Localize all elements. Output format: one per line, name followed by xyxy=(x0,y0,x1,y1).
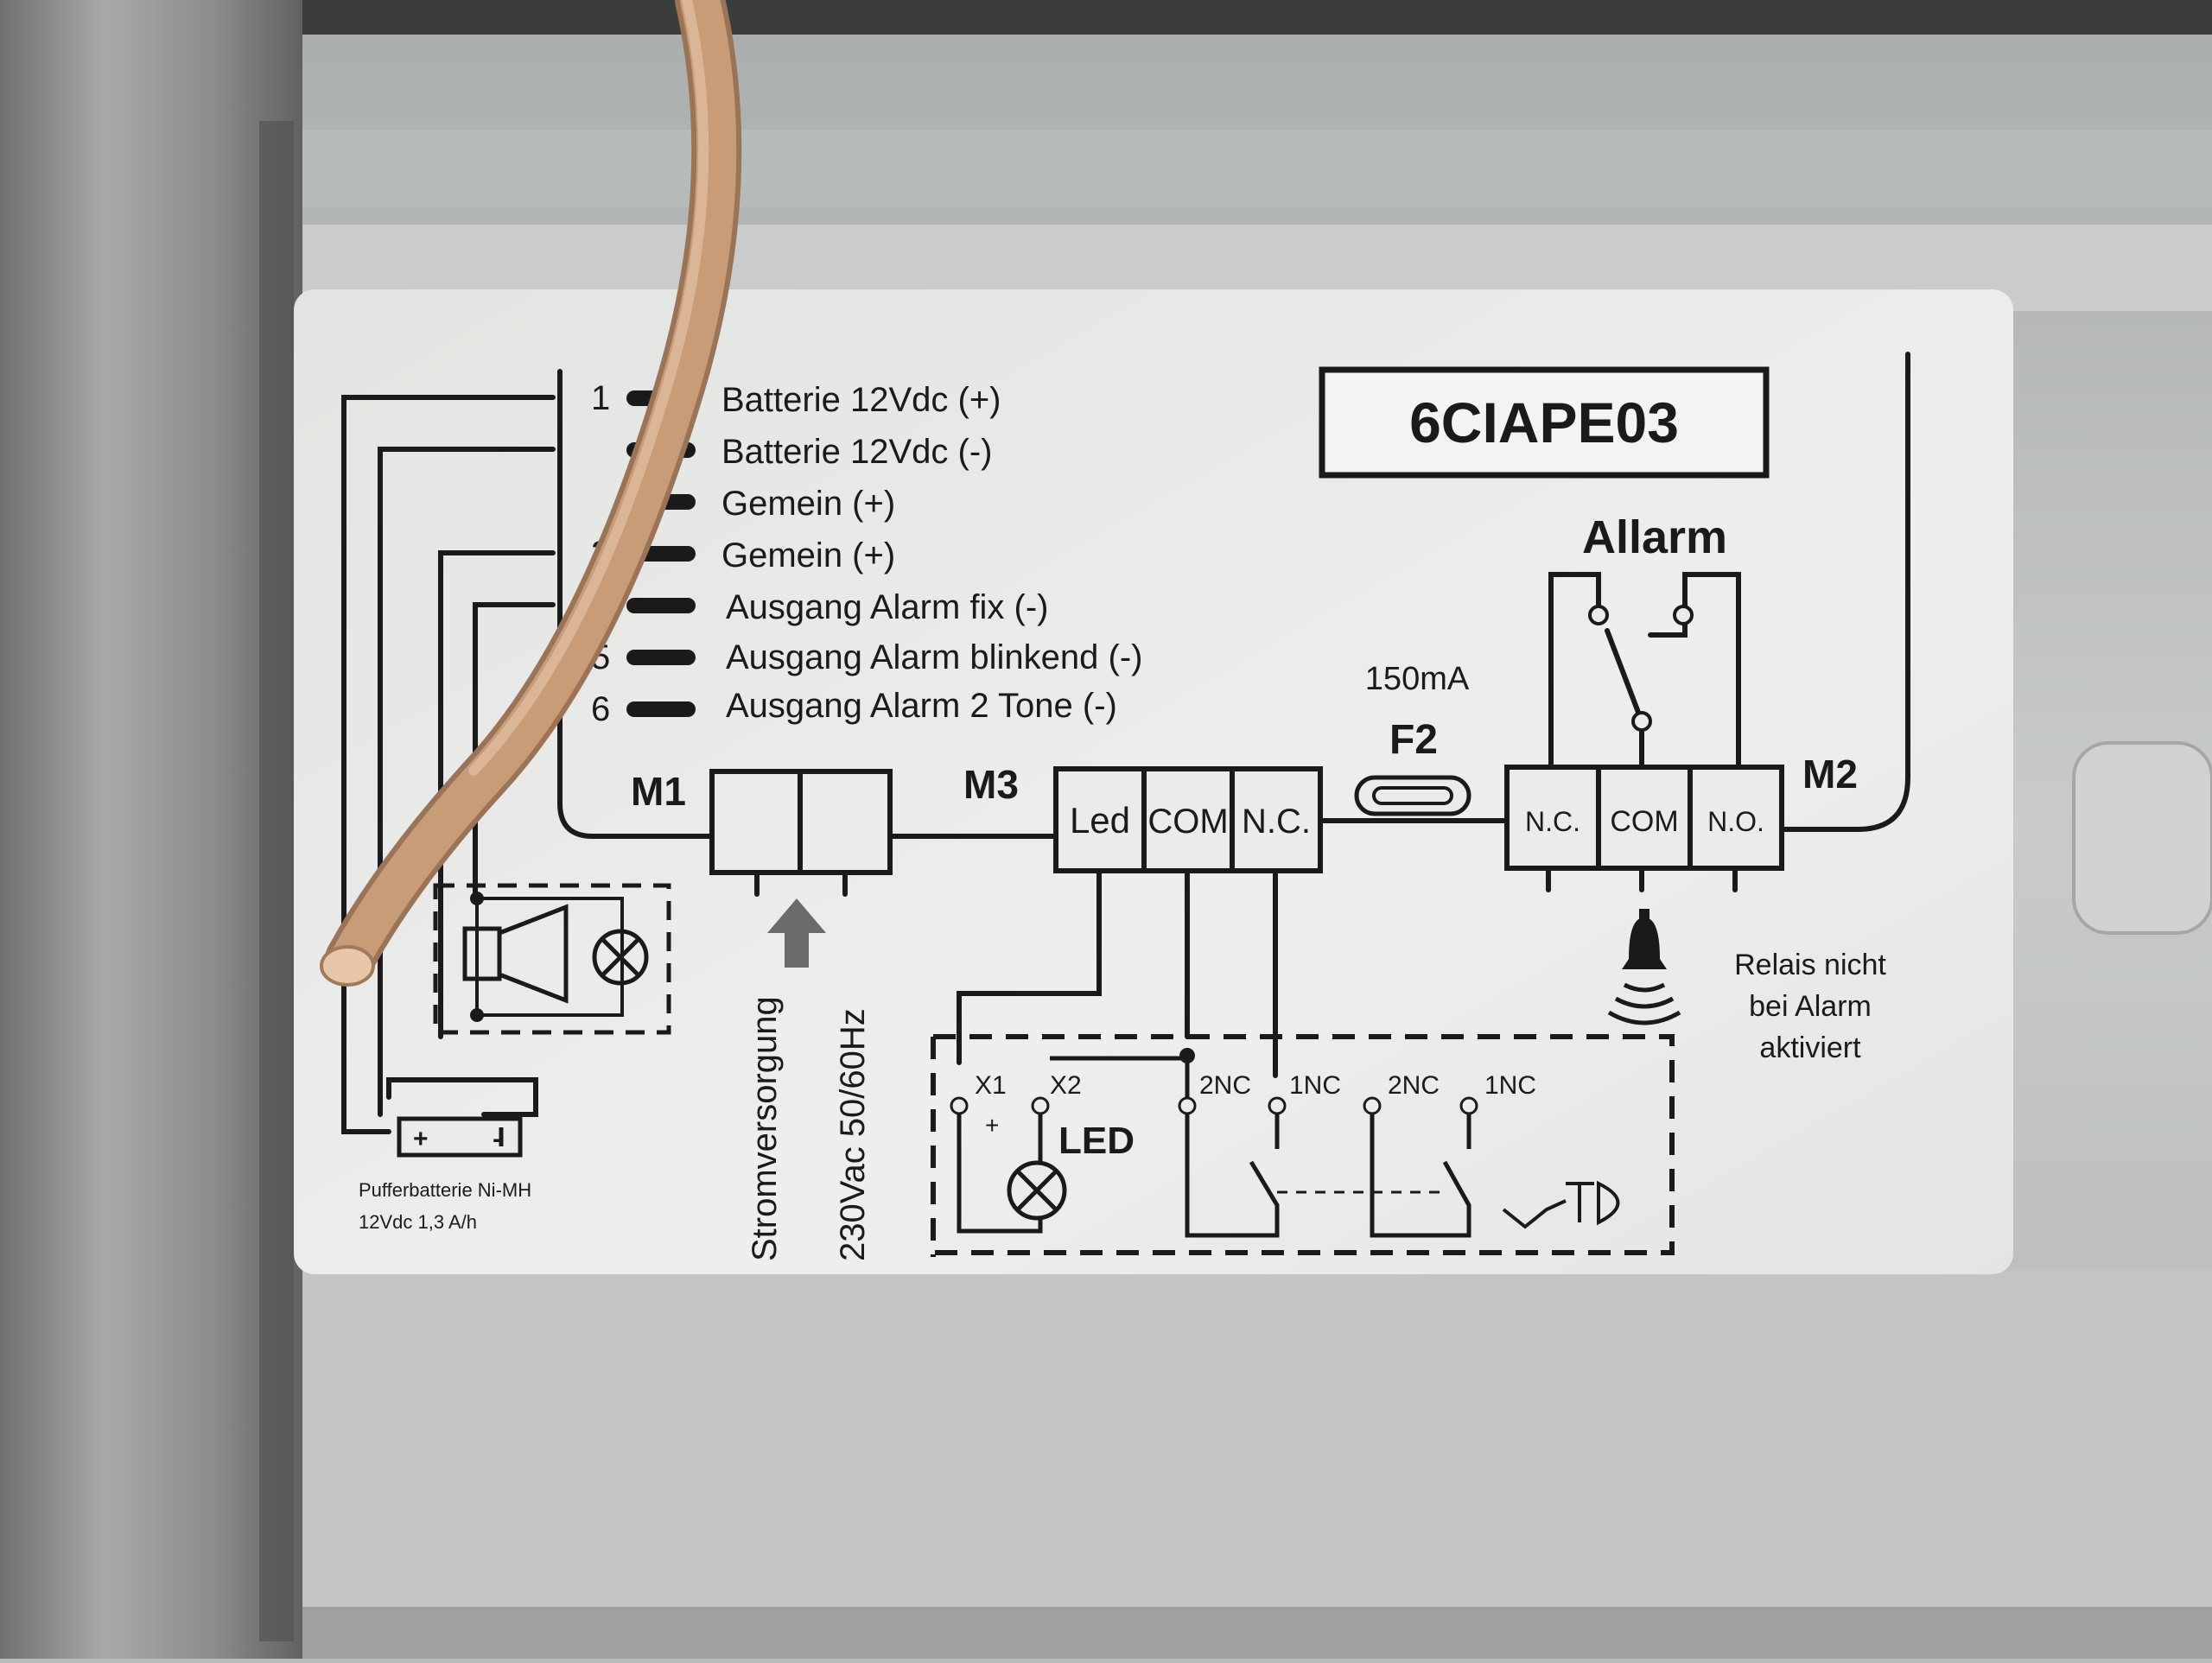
m1-cell-2 xyxy=(798,769,893,875)
bell-icon xyxy=(1607,909,1681,1025)
terminal-num-7: 6 xyxy=(591,690,610,728)
relay-wire-nc xyxy=(1548,572,1601,770)
module-pin-x1: X1 xyxy=(975,1071,1007,1100)
upper-ridge xyxy=(259,130,2212,207)
top-dark-strip xyxy=(259,0,2212,35)
relay-title: Allarm xyxy=(1582,511,1727,563)
fuse-inner xyxy=(1372,786,1453,805)
terminal-label-4: Gemein (+) xyxy=(721,536,895,574)
terminal-label-3: Gemein (+) xyxy=(721,485,895,523)
connector-m2-label: M2 xyxy=(1802,752,1858,797)
module-led-label: LED xyxy=(1058,1120,1135,1162)
module-pin-x2: X2 xyxy=(1050,1071,1082,1100)
fuse-rating: 150mA xyxy=(1365,661,1470,697)
connector-m3-label: M3 xyxy=(963,762,1019,807)
terminal-label-2: Batterie 12Vdc (-) xyxy=(721,433,992,471)
terminal-label-6: Ausgang Alarm blinkend (-) xyxy=(726,638,1142,676)
relay-note-3: aktiviert xyxy=(1759,1031,1861,1064)
wire-battery-loop xyxy=(386,1077,538,1117)
lamp-icon xyxy=(592,929,649,986)
module-plus: + xyxy=(985,1112,999,1139)
m3-pin-nc: N.C. xyxy=(1242,803,1311,841)
power-supply-label: Stromversorgung xyxy=(746,996,784,1261)
terminal-bullet-5 xyxy=(626,598,696,613)
module-pin-2nc-b: 2NC xyxy=(1388,1071,1440,1100)
wire-battery-plus xyxy=(341,395,556,1134)
frame-left-line xyxy=(557,369,715,839)
connector-m1-label: M1 xyxy=(631,769,686,814)
metal-bracket xyxy=(0,0,302,1659)
model-code: 6CIAPE03 xyxy=(1409,390,1679,454)
connector-m1: M1 xyxy=(631,769,893,875)
relay-note-1: Relais nicht xyxy=(1734,949,1886,981)
m3-cell-nc xyxy=(1230,766,1323,873)
terminal-label-5: Ausgang Alarm fix (-) xyxy=(726,588,1048,626)
bottom-edge xyxy=(259,1607,2212,1659)
wire-common xyxy=(438,550,556,1039)
m2-pin-no-label: N.O. xyxy=(1707,806,1764,837)
terminal-bullet-6 xyxy=(626,650,696,665)
terminal-bullet-7 xyxy=(626,701,696,717)
remote-module xyxy=(931,1034,1675,1257)
battery-label-2: 12Vdc 1,3 A/h xyxy=(359,1211,477,1233)
relay-note-2: bei Alarm xyxy=(1749,990,1872,1023)
housing-peg xyxy=(2072,741,2212,935)
siren-dashed-border xyxy=(433,883,671,1035)
m2-pin-com-label: COM xyxy=(1610,805,1678,838)
module-pin-1nc-b: 1NC xyxy=(1484,1071,1536,1100)
fuse-f2: 150mA F2 xyxy=(1354,661,1471,816)
module-pin-2nc-a: 2NC xyxy=(1199,1071,1251,1100)
relay-wire-no xyxy=(1682,572,1741,770)
connector-m2: M2 N.C. COM N.O. xyxy=(1504,752,1858,871)
m2-cell-no xyxy=(1688,765,1784,871)
siren-lamp-box xyxy=(433,883,671,1035)
m3-pin-com: COM xyxy=(1147,803,1228,841)
terminal-label-7: Ausgang Alarm 2 Tone (-) xyxy=(726,687,1117,725)
m2-pin-nc-label: N.C. xyxy=(1525,806,1580,837)
relay-dot-no xyxy=(1673,605,1694,625)
copper-wire xyxy=(320,0,742,987)
relay-dot-nc xyxy=(1588,605,1609,625)
power-supply-arrow xyxy=(767,898,826,968)
buffer-battery: + - xyxy=(397,1116,523,1158)
m2-cell-nc xyxy=(1504,765,1601,871)
terminal-labels: Batterie 12Vdc (+) Batterie 12Vdc (-) Ge… xyxy=(721,381,1142,725)
battery-minus: - xyxy=(493,1125,501,1153)
wire-end xyxy=(320,945,375,987)
relay-dot-com xyxy=(1631,711,1652,732)
relay-contact-dots xyxy=(1588,605,1694,732)
bracket-edge-shadow xyxy=(259,121,294,1641)
terminal-num-1: 1 xyxy=(591,379,610,417)
connector-m3: M3 Led COM N.C. xyxy=(963,762,1323,873)
battery-label-1: Pufferbatterie Ni-MH xyxy=(359,1179,531,1201)
coil-symbol xyxy=(1502,1180,1620,1229)
wire-led xyxy=(957,870,1102,1065)
fuse-label: F2 xyxy=(1389,717,1438,763)
m1-cell-1 xyxy=(709,769,803,875)
battery-plus: + xyxy=(413,1125,429,1153)
module-pin-1nc-a: 1NC xyxy=(1289,1071,1341,1100)
model-box xyxy=(1319,366,1770,479)
lower-tray xyxy=(259,1270,2212,1659)
m3-pin-led: Led xyxy=(1070,800,1130,841)
power-supply-voltage: 230Vac 50/60Hz xyxy=(834,1008,872,1261)
terminal-label-1: Batterie 12Vdc (+) xyxy=(721,381,1001,419)
frame-right-line xyxy=(1779,352,1910,832)
